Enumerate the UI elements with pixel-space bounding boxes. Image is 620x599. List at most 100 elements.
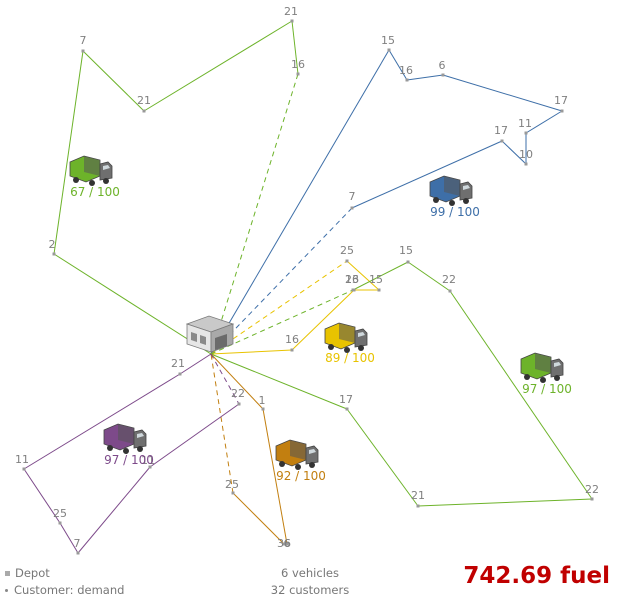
- customer-demand-label: 11: [141, 454, 155, 467]
- customer-demand-label: 22: [442, 273, 456, 286]
- customer-node: [448, 289, 452, 293]
- route-segment: [23, 373, 181, 470]
- route-segment: [179, 353, 212, 375]
- route-segment: [525, 110, 563, 134]
- customer-demand-label: 25: [53, 507, 67, 520]
- route-segment: [23, 468, 61, 524]
- customer-demand-label: 15: [369, 273, 383, 286]
- customer-node: [285, 542, 289, 546]
- customer-demand-label: 1: [259, 394, 266, 407]
- customer-demand-label: 6: [439, 59, 446, 72]
- route-segment: [210, 289, 354, 355]
- customer-node: [350, 206, 354, 210]
- customer-demand-label: 17: [339, 393, 353, 406]
- route-segment: [449, 290, 593, 500]
- route-segment: [210, 260, 348, 355]
- route-segment: [59, 522, 79, 554]
- route-segment: [346, 408, 419, 507]
- customer-demand-label: 16: [285, 333, 299, 346]
- customer-node: [231, 491, 235, 495]
- vehicle-load-label: 97 / 100: [104, 453, 154, 467]
- customer-node: [351, 288, 355, 292]
- customer-demand-label: 26: [345, 273, 359, 286]
- customer-node: [560, 109, 564, 113]
- route-segment: [351, 140, 503, 209]
- route-segment: [232, 492, 285, 545]
- customer-node: [282, 542, 286, 546]
- customer-node: [345, 259, 349, 263]
- customer-demand-label: 7: [80, 34, 87, 47]
- route-segment: [210, 353, 264, 410]
- customer-node: [345, 407, 349, 411]
- customer-demand-label: 11: [15, 453, 29, 466]
- truck-icon: [275, 439, 319, 470]
- route-segment: [210, 73, 299, 355]
- customer-demand-label: 16: [399, 64, 413, 77]
- route-segment: [149, 403, 240, 468]
- truck-icon: [429, 175, 473, 206]
- customer-demand-label: 13: [345, 273, 359, 286]
- vehicle-load-label: 89 / 100: [325, 351, 375, 365]
- customer-demand-label: 15: [381, 34, 395, 47]
- customer-node: [387, 48, 391, 52]
- customer-node: [58, 521, 62, 525]
- customer-node: [524, 162, 528, 166]
- customer-node: [81, 49, 85, 53]
- customer-node: [290, 348, 294, 352]
- routes-layer: [23, 20, 593, 554]
- legend-summary: 6 vehicles 32 customers: [262, 565, 358, 599]
- customer-demand-label: 25: [340, 244, 354, 257]
- legend-keys: Depot Customer: demand: [5, 565, 124, 599]
- route-segment: [291, 289, 355, 351]
- customer-node: [290, 19, 294, 23]
- route-segment: [210, 353, 240, 405]
- vehicle-load-label: 97 / 100: [522, 382, 572, 396]
- customer-count: 32 customers: [270, 583, 350, 597]
- legend-depot: Depot: [5, 565, 124, 582]
- customer-node: [261, 407, 265, 411]
- customer-node: [22, 467, 26, 471]
- customer-node: [178, 372, 182, 376]
- customer-node: [237, 402, 241, 406]
- customer-demand-label: 6: [284, 537, 291, 550]
- customer-demand-label: 10: [519, 148, 533, 161]
- customer-demand-label: 21: [411, 489, 425, 502]
- customer-demand-label: 25: [225, 478, 239, 491]
- customer-demand-label: 17: [554, 94, 568, 107]
- route-segment: [210, 353, 348, 410]
- customer-node: [405, 78, 409, 82]
- customer-demand-label: 7: [74, 537, 81, 550]
- route-segment: [82, 50, 145, 112]
- truck-icon: [103, 423, 147, 454]
- truck-icon: [324, 322, 368, 353]
- route-segment: [346, 260, 380, 291]
- vehicle-count: 6 vehicles: [281, 566, 339, 580]
- route-segment: [442, 74, 563, 112]
- customer-demand-label: 21: [284, 5, 298, 18]
- customer-node: [406, 260, 410, 264]
- route-segment: [501, 140, 527, 165]
- customer-demand-label: 36: [277, 537, 291, 550]
- route-segment: [406, 74, 444, 81]
- route-segment: [210, 353, 234, 494]
- customer-node: [52, 252, 56, 256]
- route-segment: [143, 20, 293, 112]
- truck-icon: [69, 155, 113, 186]
- route-segment: [417, 498, 593, 507]
- truck-icon: [520, 352, 564, 383]
- customer-node: [76, 551, 80, 555]
- route-segment: [407, 261, 451, 292]
- customer-demand-label: 17: [494, 124, 508, 137]
- fuel-score: 742.69 fuel: [463, 563, 610, 589]
- customer-demand-label: 21: [137, 94, 151, 107]
- vehicle-load-label: 67 / 100: [70, 185, 120, 199]
- customer-node: [590, 497, 594, 501]
- customer-demand-label: 15: [399, 244, 413, 257]
- customer-node: [500, 139, 504, 143]
- customer-demand-label: 22: [585, 483, 599, 496]
- route-segment: [352, 261, 409, 291]
- customer-demand-label: 16: [291, 58, 305, 71]
